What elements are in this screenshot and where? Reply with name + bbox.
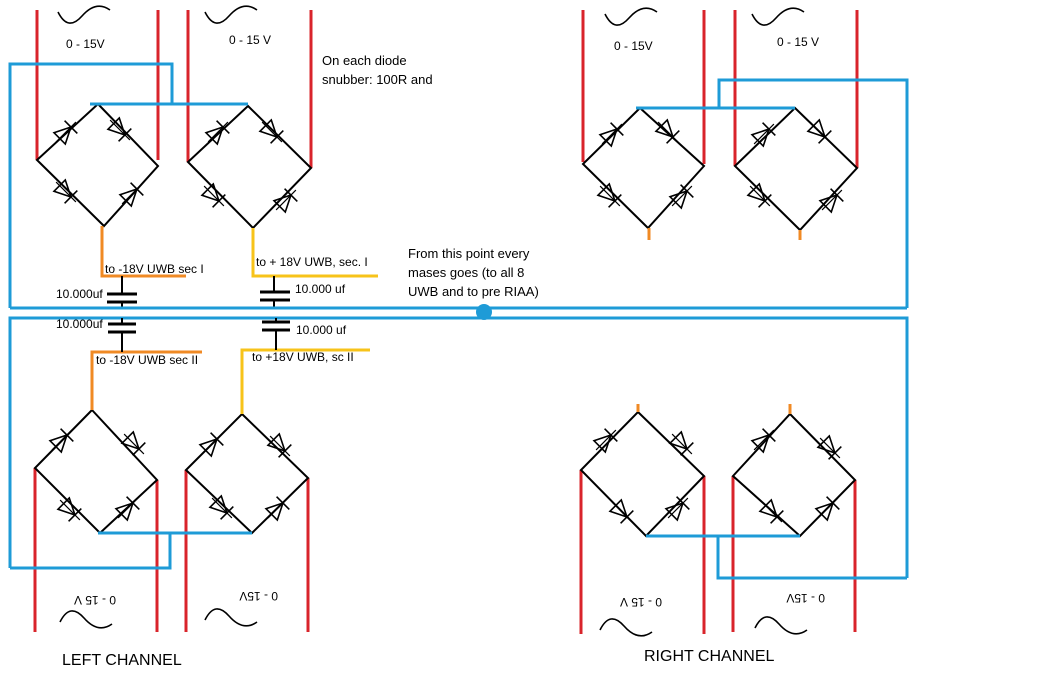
ac-symbol-icon <box>57 5 111 24</box>
top-right-section: 0 - 15V 0 - 15 V <box>581 7 909 308</box>
diode-icon <box>196 178 232 214</box>
bridge-rectifier <box>35 102 160 228</box>
bridge-rectifier <box>579 410 706 538</box>
diode-icon <box>52 492 88 528</box>
bottom-left-section: 10.000uf 10.000 uf to -18V UWB sec II to… <box>10 317 370 632</box>
diode-icon <box>814 182 850 218</box>
ac-symbol-icon <box>204 5 258 24</box>
ac-symbol-icon <box>751 7 805 26</box>
transformer-label: 0 - 15V <box>614 39 653 53</box>
ac-symbol-icon <box>204 608 258 627</box>
capacitor-label: 10.000 uf <box>295 282 346 296</box>
neg-output-wire <box>100 226 186 278</box>
ground-note: mases goes (to all 8 <box>408 265 524 280</box>
ground-note: UWB and to pre RIAA) <box>408 284 539 299</box>
star-ground-node <box>476 304 492 320</box>
wire-label: to -18V UWB sec II <box>96 353 198 367</box>
diode-icon <box>262 428 298 464</box>
diode-icon <box>592 178 628 214</box>
ac-symbol-icon <box>604 7 658 26</box>
snubber-note: snubber: 100R and <box>322 72 433 87</box>
diode-icon <box>268 182 304 218</box>
transformer-label: 0 - 15 V <box>777 35 819 49</box>
pos-output-wire <box>251 228 378 278</box>
transformer-label: 0 - 15 V <box>229 33 271 47</box>
ac-symbol-icon <box>599 618 653 637</box>
diode-icon <box>102 112 138 148</box>
wire-label: to -18V UWB sec I <box>105 262 204 276</box>
ground-bus-bottom <box>8 316 909 578</box>
bottom-right-section: 0 - 15 V 0 - 15V <box>579 404 907 637</box>
diode-icon <box>588 422 624 458</box>
bridge-rectifier <box>186 104 313 230</box>
pos-output-wire <box>240 348 370 414</box>
wire-label: to +18V UWB, sc II <box>252 350 354 364</box>
capacitor-label: 10.000uf <box>56 317 103 331</box>
bridge-rectifier <box>733 106 859 232</box>
capacitor-label: 10.000uf <box>56 287 103 301</box>
bridge-rectifier <box>581 106 706 230</box>
ac-symbol-icon <box>754 616 808 635</box>
ground-note: From this point every <box>408 246 530 261</box>
bridge-rectifier <box>33 408 159 535</box>
capacitor-label: 10.000 uf <box>296 323 347 337</box>
bridge-rectifier <box>731 412 857 538</box>
right-channel-label: RIGHT CHANNEL <box>644 648 774 665</box>
diode-icon <box>742 178 778 214</box>
bridge-rectifier <box>184 412 310 535</box>
wire-label: to + 18V UWB, sec. I <box>256 255 368 269</box>
transformer-label: 0 - 15 V <box>74 593 116 607</box>
top-left-section: 0 - 15V 0 - 15 V to -18V UWB sec I to + … <box>8 5 378 309</box>
ac-symbol-icon <box>59 610 113 629</box>
left-channel-label: LEFT CHANNEL <box>62 652 182 669</box>
diode-icon <box>812 430 848 466</box>
transformer-label: 0 - 15V <box>66 37 105 51</box>
diode-icon <box>254 114 290 150</box>
transformer-label: 0 - 15V <box>239 589 278 603</box>
transformer-label: 0 - 15 V <box>620 595 662 609</box>
diode-icon <box>746 116 782 152</box>
diode-icon <box>664 178 700 214</box>
diode-icon <box>660 490 696 526</box>
neg-output-wire <box>90 350 202 410</box>
diode-icon <box>204 490 240 526</box>
diode-icon <box>48 174 84 210</box>
transformer-label: 0 - 15V <box>786 591 825 605</box>
snubber-note: On each diode <box>322 53 407 68</box>
